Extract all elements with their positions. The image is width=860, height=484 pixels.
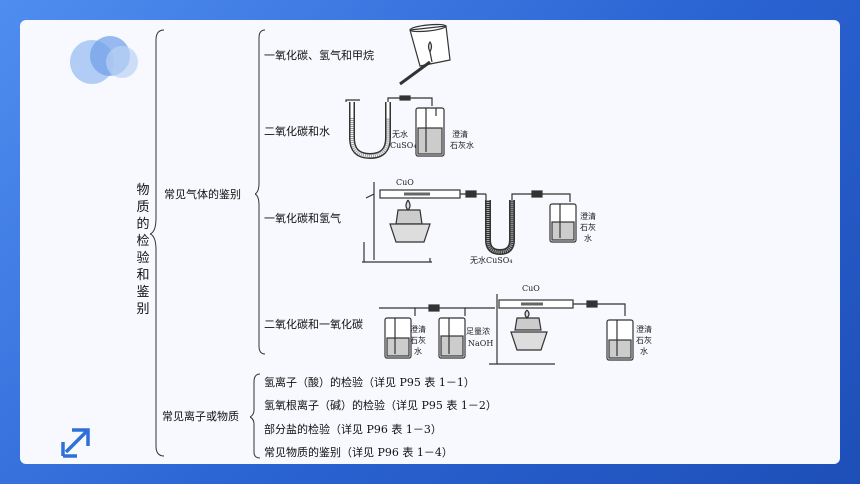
label-limewater-4a: 澄清 — [410, 325, 426, 334]
decorative-circles — [70, 36, 138, 84]
gas-item-3: 一氧化碳和氢气 — [264, 212, 341, 225]
main-brace — [150, 29, 165, 457]
label-anhydrous-cuso4-a: 无水 — [392, 130, 408, 139]
gas-item-1: 一氧化碳、氢气和甲烷 — [264, 49, 374, 62]
ion-item-2: 氢氧根离子（碱）的检验（详见 P95 表 1－2） — [264, 399, 497, 412]
label-anhydrous-cuso4-b: CuSO₄ — [390, 141, 417, 150]
label-limewater-2: 石灰水 — [450, 141, 474, 150]
branch-ion: 常见离子或物质 — [162, 410, 239, 423]
label-limewater-3b: 石灰 — [580, 223, 596, 232]
label-cuo-1: CuO — [396, 178, 414, 187]
label-limewater-5b: 石灰 — [636, 336, 652, 345]
arrow-icon[interactable] — [60, 422, 96, 458]
label-limewater-4c: 水 — [414, 347, 422, 356]
slide-canvas — [20, 20, 840, 464]
main-title: 物质的检验和鉴别 — [136, 183, 150, 317]
gas-brace — [255, 29, 266, 355]
label-naoh-b: NaOH — [468, 339, 494, 348]
beaker-flame-apparatus — [399, 23, 451, 86]
label-limewater-5c: 水 — [640, 347, 648, 356]
u-tube-bottle-apparatus — [345, 95, 445, 160]
branch-gas: 常见气体的鉴别 — [164, 188, 241, 201]
ion-item-3: 部分盐的检验（详见 P96 表 1－3） — [264, 423, 442, 436]
label-limewater-4b: 石灰 — [410, 336, 426, 345]
ion-item-1: 氢离子（酸）的检验（详见 P95 表 1－1） — [264, 376, 475, 389]
label-limewater-3a: 澄清 — [580, 212, 596, 221]
cuo-tube-stand-apparatus-1 — [362, 182, 577, 263]
gas-item-4: 二氧化碳和一氧化碳 — [264, 318, 363, 331]
label-cuo-2: CuO — [522, 284, 540, 293]
co2-co-apparatus — [379, 294, 634, 365]
label-limewater-3c: 水 — [584, 234, 592, 243]
ion-brace — [250, 373, 261, 459]
label-limewater-5a: 澄清 — [636, 325, 652, 334]
label-anhydrous-cuso4-c: 无水CuSO₄ — [470, 256, 513, 265]
label-naoh-a: 足量浓 — [466, 327, 490, 336]
label-limewater-1: 澄清 — [452, 130, 468, 139]
gas-item-2: 二氧化碳和水 — [264, 125, 330, 138]
ion-item-4: 常见物质的鉴别（详见 P96 表 1－4） — [264, 446, 453, 459]
